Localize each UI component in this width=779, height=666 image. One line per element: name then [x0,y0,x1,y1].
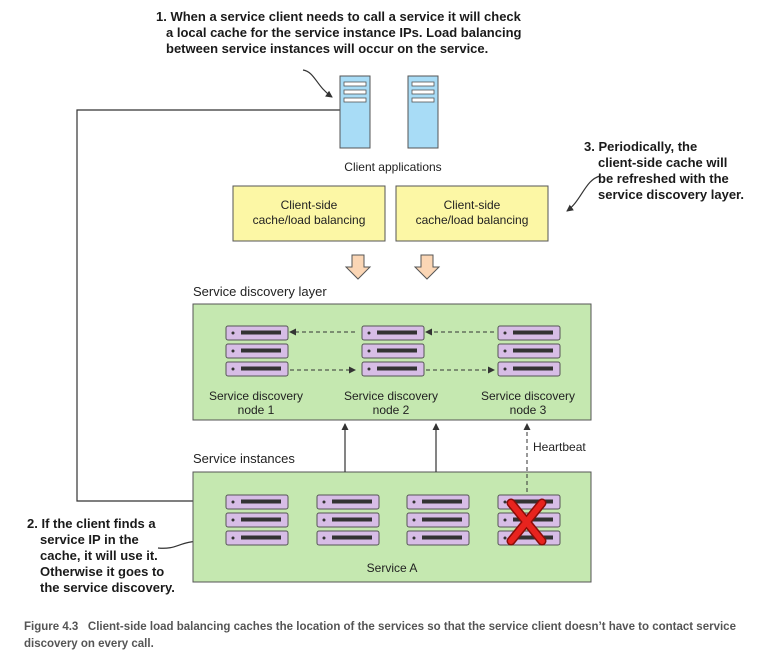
figure-caption: Figure 4.3 Client-side load balancing ca… [24,619,764,653]
cache-box-2-line: cache/load balancing [415,213,529,227]
annotation-arrow-3 [566,175,601,212]
cache-box-1-line: cache/load balancing [252,213,366,227]
figure-caption-text: Client-side load balancing caches the lo… [24,621,736,650]
annotation-step-1-line: a local cache for the service instance I… [166,25,522,40]
down-arrow-2 [413,254,441,280]
cache-box-2-line: Client-side [443,198,501,212]
down-arrow-1 [344,254,372,280]
service-instance-3-icon [406,494,470,546]
discovery-node-label-line: Service discovery [343,389,439,403]
service-instance-1-icon [225,494,289,546]
annotation-step-3: 3. Periodically, the client-side cache w… [584,139,744,203]
discovery-node-label-line: node 1 [237,403,275,417]
discovery-layer-title: Service discovery layer [193,284,327,299]
annotation-step-2-line: service IP in the [40,532,139,547]
annotation-step-2-line: Otherwise it goes to [40,564,165,579]
annotation-step-2-line: the service discovery. [40,580,175,595]
annotation-step-3-line: 3. Periodically, the [584,139,698,154]
service-instances-title: Service instances [193,451,295,466]
annotation-step-2-line: 2. If the client finds a [27,516,156,531]
server-tower-icon [407,75,439,149]
annotation-step-2-line: cache, it will use it. [40,548,158,563]
annotation-step-3-line: be refreshed with the [598,171,729,186]
failed-instance-x-icon [506,498,547,546]
client-server-icons [339,75,439,149]
cache-box-1-line: Client-side [280,198,338,212]
service-instance-2-icon [316,494,380,546]
cache-box-2-text: Client-side cache/load balancing [396,198,548,228]
client-to-service-line [76,109,340,505]
annotation-step-1-line: between service instances will occur on … [166,41,489,56]
annotation-step-3-line: client-side cache will [598,155,728,170]
discovery-node-1-label: Service discovery node 1 [196,389,316,417]
annotation-arrow-1 [302,69,333,98]
discovery-node-label-line: Service discovery [208,389,304,403]
discovery-node-label-line: node 2 [372,403,410,417]
annotation-step-3-line: service discovery layer. [598,187,745,202]
annotation-step-1: 1. When a service client needs to call a… [156,9,521,57]
discovery-node-3-label: Service discovery node 3 [468,389,588,417]
cache-box-2 [395,185,549,242]
heartbeat-label: Heartbeat [533,440,586,454]
client-applications-label: Client applications [344,160,442,174]
discovery-node-label-line: node 3 [509,403,547,417]
discovery-node-label-line: Service discovery [480,389,576,403]
server-stacks [225,325,561,546]
figure-caption-label: Figure 4.3 [24,621,79,633]
cache-box-1 [232,185,386,242]
discovery-node-2-icon [361,325,425,377]
discovery-node-2-label: Service discovery node 2 [331,389,451,417]
annotation-step-1-line: 1. When a service client needs to call a… [156,9,521,24]
server-tower-icon [339,75,371,149]
discovery-node-1-icon [225,325,289,377]
annotation-step-2: 2. If the client finds a service IP in t… [27,516,175,596]
service-a-label: Service A [366,561,418,575]
cache-box-1-text: Client-side cache/load balancing [233,198,385,228]
discovery-node-3-icon [497,325,561,377]
